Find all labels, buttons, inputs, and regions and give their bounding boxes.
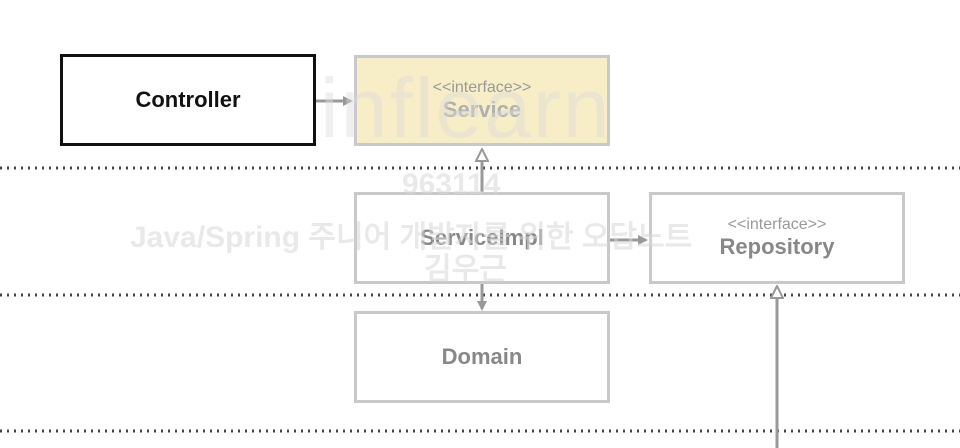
domain-box: Domain [354,311,610,403]
repository-stereotype: <<interface>> [727,216,827,233]
controller-box: Controller [60,54,316,146]
service-title: Service [442,96,522,122]
repository-title: Repository [719,234,835,259]
serviceimpl-box: ServiceImpl [354,192,610,284]
serviceimpl-title: ServiceImpl [420,225,544,250]
service-interface-box: <<interface>> Service [354,55,610,146]
repository-interface-box: <<interface>> Repository [649,192,905,284]
controller-title: Controller [135,87,241,112]
service-stereotype: <<interface>> [432,78,532,96]
domain-title: Domain [441,344,523,369]
